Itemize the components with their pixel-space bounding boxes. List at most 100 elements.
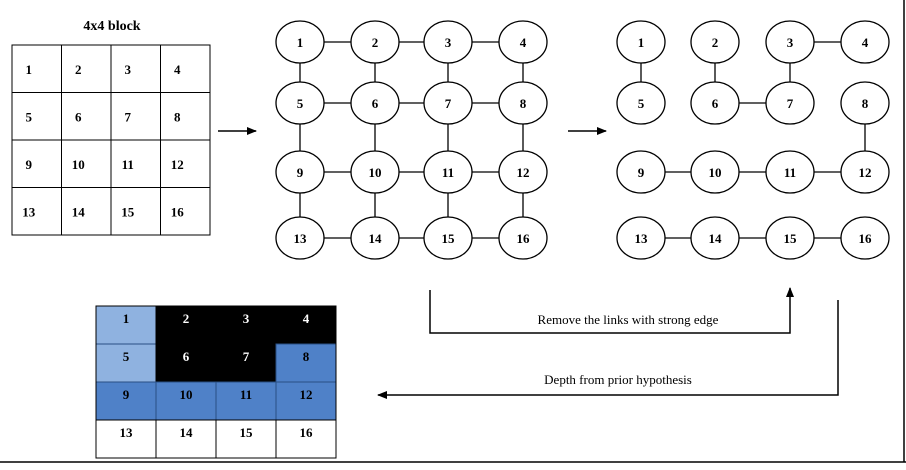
graph-node — [423, 81, 473, 125]
block-cell — [160, 139, 211, 188]
graph-node-label: 9 — [297, 165, 304, 180]
graph-node-label: 1 — [638, 35, 645, 50]
graph-node-label: 3 — [787, 35, 794, 50]
graph-node — [840, 216, 890, 260]
graph-node — [765, 216, 815, 260]
block-cell-label: 16 — [171, 204, 185, 219]
graph-node-label: 11 — [442, 165, 454, 180]
block-cell — [11, 44, 62, 93]
graph-node-label: 3 — [445, 35, 452, 50]
result-cell-label: 13 — [120, 425, 134, 440]
graph-node-label: 8 — [862, 96, 869, 111]
block-cell — [11, 92, 62, 141]
block-cell-label: 4 — [174, 62, 181, 77]
block-cell — [110, 139, 161, 188]
block-cell — [61, 187, 112, 236]
graph-node — [498, 20, 548, 64]
remove-links-connector: Remove the links with strong edge — [429, 287, 794, 334]
graph-node — [498, 216, 548, 260]
graph-node — [690, 150, 740, 194]
result-cell-label: 1 — [123, 311, 130, 326]
graph-node-label: 12 — [517, 165, 530, 180]
graph-node-label: 12 — [859, 165, 872, 180]
graph-node-label: 6 — [372, 96, 379, 111]
graph-node-label: 9 — [638, 165, 645, 180]
block-title: 4x4 block — [83, 19, 140, 34]
graph-node-label: 5 — [638, 96, 645, 111]
graph-node-label: 7 — [787, 96, 794, 111]
result-cell — [155, 343, 217, 383]
result-cell-label: 16 — [300, 425, 314, 440]
graph-node — [616, 81, 666, 125]
graph-node — [840, 150, 890, 194]
graph-node-label: 15 — [784, 231, 798, 246]
block-cell-label: 11 — [122, 157, 134, 172]
block-cell-label: 2 — [75, 62, 82, 77]
block-cell-label: 10 — [72, 157, 85, 172]
graph-node-label: 13 — [294, 231, 308, 246]
graph-node — [498, 81, 548, 125]
graph-node-label: 10 — [709, 165, 722, 180]
graph-node-label: 8 — [520, 96, 527, 111]
block-cell — [110, 187, 161, 236]
block-cell — [110, 44, 161, 93]
graph-node-label: 16 — [859, 231, 873, 246]
result-grid-border — [95, 305, 337, 459]
graph-node-label: 4 — [520, 35, 527, 50]
graph-node — [423, 216, 473, 260]
result-cell-label: 12 — [300, 387, 313, 402]
result-cell-label: 7 — [243, 349, 250, 364]
result-cell-label: 14 — [180, 425, 194, 440]
graph-node — [765, 81, 815, 125]
block-cell-label: 9 — [26, 157, 33, 172]
graph-node — [765, 20, 815, 64]
block-cell-label: 15 — [121, 204, 135, 219]
depth-prior-connector: Depth from prior hypothesis — [377, 300, 839, 399]
block-cell-label: 13 — [22, 204, 36, 219]
graph-node-label: 4 — [862, 35, 869, 50]
result-cell — [215, 343, 277, 383]
graph-node — [616, 216, 666, 260]
result-cell-label: 9 — [123, 387, 130, 402]
result-cell-label: 4 — [303, 311, 310, 326]
result-cell-label: 3 — [243, 311, 250, 326]
graph-node — [350, 216, 400, 260]
block-cell — [110, 92, 161, 141]
result-cell-label: 15 — [240, 425, 254, 440]
graph-node — [423, 20, 473, 64]
result-cell — [95, 419, 157, 459]
graph-node — [840, 81, 890, 125]
result-cell — [275, 381, 337, 421]
remove-links-label: Remove the links with strong edge — [538, 312, 719, 327]
block-cell-label: 14 — [72, 204, 86, 219]
block-cell-label: 8 — [174, 109, 181, 124]
block-cell-label: 6 — [75, 109, 82, 124]
graph-node-label: 1 — [297, 35, 304, 50]
block-cell — [160, 92, 211, 141]
graph-node-label: 10 — [369, 165, 382, 180]
depth-prior-arrow — [377, 300, 839, 399]
graph-node-label: 5 — [297, 96, 304, 111]
block-cell-label: 7 — [125, 109, 132, 124]
result-cell — [215, 305, 277, 345]
result-cell-label: 6 — [183, 349, 190, 364]
block-cell-label: 1 — [26, 62, 33, 77]
graph-node — [840, 20, 890, 64]
graph-node-label: 14 — [709, 231, 723, 246]
block-cell — [160, 187, 211, 236]
graph-node-label: 14 — [369, 231, 383, 246]
block-cell-label: 3 — [125, 62, 132, 77]
result-cell — [275, 343, 337, 383]
result-cell-label: 8 — [303, 349, 310, 364]
graph-node-label: 6 — [712, 96, 719, 111]
graph-node — [275, 150, 325, 194]
graph-node — [498, 150, 548, 194]
result-cell-label: 10 — [180, 387, 193, 402]
block-cell — [11, 187, 62, 236]
block-cell-label: 12 — [171, 157, 184, 172]
